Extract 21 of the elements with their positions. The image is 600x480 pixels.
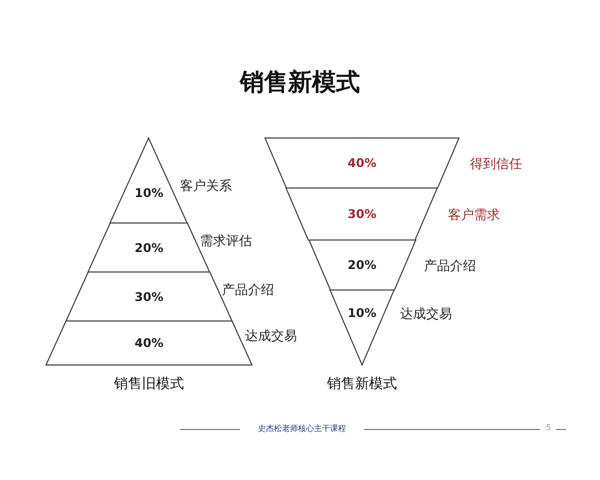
slide-title: 销售新模式 xyxy=(238,67,361,98)
stage-label: 产品介绍 xyxy=(424,258,476,275)
percentage-label: 20% xyxy=(134,240,164,254)
percentage-label: 10% xyxy=(134,186,164,200)
percentage-label: 30% xyxy=(348,207,376,221)
pyramid-caption: 销售旧模式 xyxy=(114,375,184,393)
percentage-label: 10% xyxy=(348,306,376,320)
stage-label: 达成交易 xyxy=(400,306,452,322)
percentage-label: 20% xyxy=(348,258,376,272)
percentage-label: 40% xyxy=(134,336,164,350)
pyramid-caption: 销售新模式 xyxy=(327,375,397,393)
stage-label: 产品介绍 xyxy=(222,282,274,298)
percentage-label: 30% xyxy=(134,290,164,304)
stage-label: 得到信任 xyxy=(470,156,522,173)
stage-label: 达成交易 xyxy=(245,328,297,345)
stage-label: 需求评估 xyxy=(200,232,252,250)
footer-text: 史杰松老师核心主干课程 xyxy=(258,423,346,434)
percentage-label: 40% xyxy=(348,156,376,170)
stage-label: 客户关系 xyxy=(180,178,232,196)
page-number: 5 xyxy=(546,423,552,432)
stage-label: 客户需求 xyxy=(448,207,500,224)
